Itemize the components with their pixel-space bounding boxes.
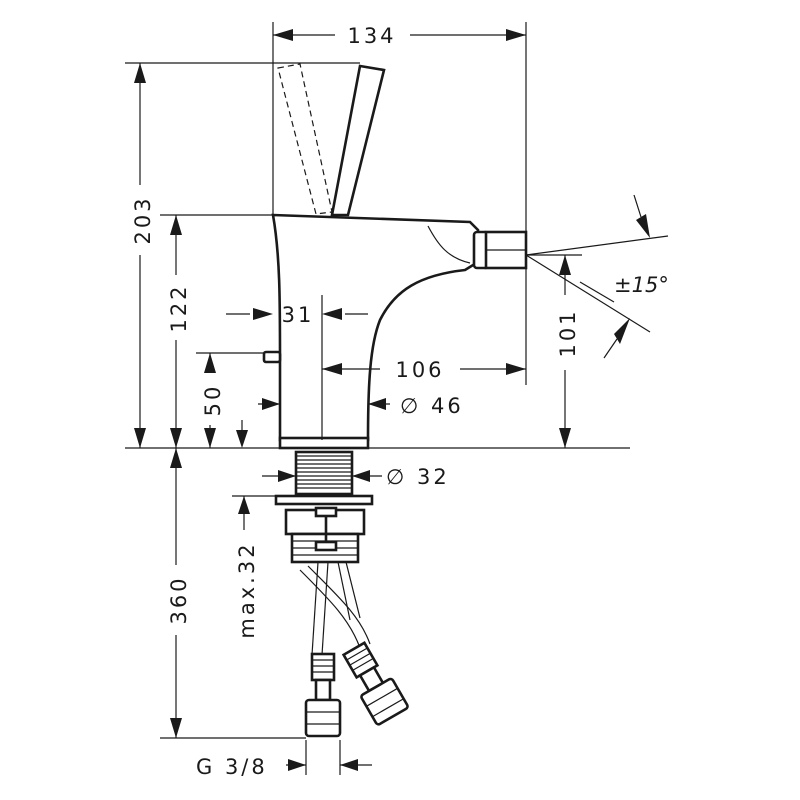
dimension-diameter-46: ∅ 46 xyxy=(258,394,464,418)
dimension-134: 134 xyxy=(272,22,527,385)
dim-134-label: 134 xyxy=(347,24,396,48)
dim-106-label: 106 xyxy=(395,358,444,382)
dim-diameter-32-label: ∅ 32 xyxy=(386,465,450,489)
dimension-diameter-32: ∅ 32 xyxy=(262,465,450,489)
dim-203-label: 203 xyxy=(131,195,155,244)
lever-handle xyxy=(277,63,386,217)
mounting-shank xyxy=(274,450,374,564)
dimension-angle: ±15° xyxy=(525,194,669,359)
dimension-max-32: max.32 xyxy=(232,495,276,639)
dimension-101: 101 xyxy=(526,254,582,448)
dimension-106: 106 xyxy=(322,358,526,382)
dim-122-label: 122 xyxy=(167,283,191,332)
dim-360-label: 360 xyxy=(167,575,191,624)
dimension-203: 203 xyxy=(125,62,360,448)
dimension-thread: G 3/8 xyxy=(196,740,372,779)
dim-thread-label: G 3/8 xyxy=(196,755,268,779)
faucet-body xyxy=(262,213,480,450)
dim-50-label: 50 xyxy=(201,384,225,417)
dimension-360: 360 xyxy=(160,448,306,739)
spout-nozzle xyxy=(472,230,528,270)
dimension-50: 50 xyxy=(196,352,264,448)
supply-hoses xyxy=(299,561,409,738)
dim-max-32-label: max.32 xyxy=(235,541,259,638)
dim-diameter-46-label: ∅ 46 xyxy=(400,394,464,418)
dimension-122: 122 xyxy=(160,214,273,448)
dim-angle-label: ±15° xyxy=(614,273,669,297)
dim-101-label: 101 xyxy=(556,308,580,357)
dim-31-label: 31 xyxy=(282,303,315,327)
dimension-31: 31 xyxy=(226,295,368,440)
